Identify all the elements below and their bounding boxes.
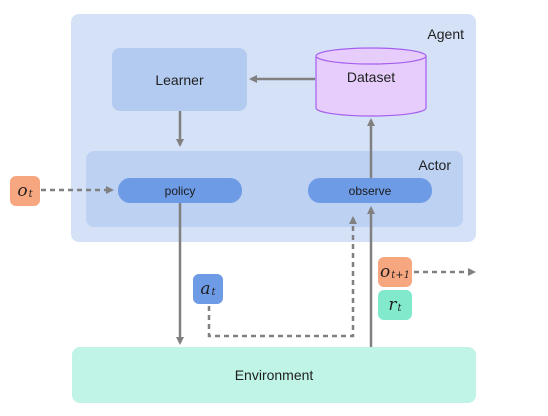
observation-t1-subscript: t+1 [391, 269, 410, 281]
observation-t-subscript: t [28, 188, 33, 200]
observation-t-symbol: o [17, 181, 28, 201]
learner-box: Learner [112, 48, 247, 111]
learner-label: Learner [155, 71, 204, 88]
action-t-symbol: a [200, 279, 211, 299]
dataset-cylinder [315, 47, 427, 117]
policy-node: policy [118, 178, 242, 203]
policy-label: policy [164, 183, 196, 198]
arrow-action-to-observe [207, 216, 357, 338]
environment-box: Environment [72, 347, 476, 403]
actor-title: Actor [418, 157, 451, 173]
dataset-label: Dataset [346, 69, 396, 85]
observe-label: observe [348, 183, 392, 198]
observe-node: observe [308, 178, 432, 203]
reward-t-symbol: r [388, 295, 397, 315]
agent-title: Agent [427, 26, 464, 42]
observation-t1-symbol: o [379, 262, 391, 282]
action-t-subscript: t [211, 286, 216, 298]
environment-label: Environment [234, 367, 314, 383]
reward-t-subscript: t [397, 302, 402, 314]
